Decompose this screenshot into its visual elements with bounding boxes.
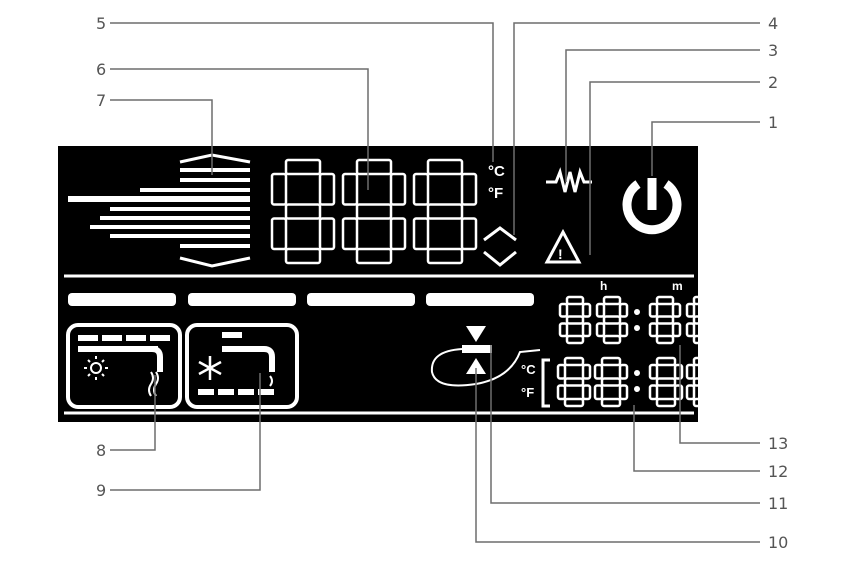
callout-13: 13	[768, 434, 788, 453]
callout-2: 2	[768, 73, 778, 92]
chevron-down-icon	[179, 256, 251, 268]
colon-dot	[634, 370, 640, 376]
temperature-digits	[270, 158, 478, 265]
callout-1: 1	[768, 113, 778, 132]
hours-label: h	[600, 279, 607, 293]
leader-lines	[110, 22, 760, 543]
colon-dot	[634, 309, 640, 315]
clock-digit	[648, 295, 682, 345]
setpoint-fahrenheit: °F	[521, 385, 534, 400]
clock-digit	[558, 295, 592, 345]
big-digit	[412, 158, 478, 265]
colon-dot	[634, 325, 640, 331]
steam-icon	[269, 375, 273, 387]
timer-digit	[556, 356, 592, 408]
fahrenheit-unit: °F	[488, 185, 503, 202]
timer-digit	[593, 356, 629, 408]
program-bars	[68, 293, 534, 306]
callout-11: 11	[768, 494, 788, 513]
hh-mm-clock	[556, 295, 721, 408]
timer-digit	[648, 356, 684, 408]
callout-7: 7	[96, 91, 106, 110]
sun-icon	[84, 356, 108, 380]
minutes-label: m	[672, 279, 683, 293]
callout-9: 9	[96, 481, 106, 500]
heating-element-icon	[546, 167, 592, 193]
power-icon	[622, 178, 682, 235]
display-bracket	[541, 358, 550, 408]
callout-6: 6	[96, 60, 106, 79]
callout-8: 8	[96, 441, 106, 460]
temperature-setpoint-icon	[430, 326, 541, 387]
clock-digit	[685, 295, 719, 345]
setpoint-celsius: °C	[521, 362, 536, 377]
callout-3: 3	[768, 41, 778, 60]
fan-level-bars	[68, 168, 250, 248]
big-digit	[270, 158, 336, 265]
timer-digit	[685, 356, 721, 408]
colon-dot	[634, 386, 640, 392]
callout-10: 10	[768, 533, 788, 552]
callout-12: 12	[768, 462, 788, 481]
callout-4: 4	[768, 14, 778, 33]
warning-triangle-icon	[544, 228, 582, 264]
cooling-snowflake-icon	[185, 323, 299, 409]
callout-5: 5	[96, 14, 106, 33]
warning-mark: !	[558, 246, 563, 262]
solar-heating-icon	[66, 323, 182, 409]
big-digit	[341, 158, 407, 265]
clock-digit	[595, 295, 629, 345]
celsius-unit: °C	[488, 163, 505, 180]
up-down-chevron-icon	[483, 226, 517, 267]
snowflake-icon	[198, 356, 222, 380]
